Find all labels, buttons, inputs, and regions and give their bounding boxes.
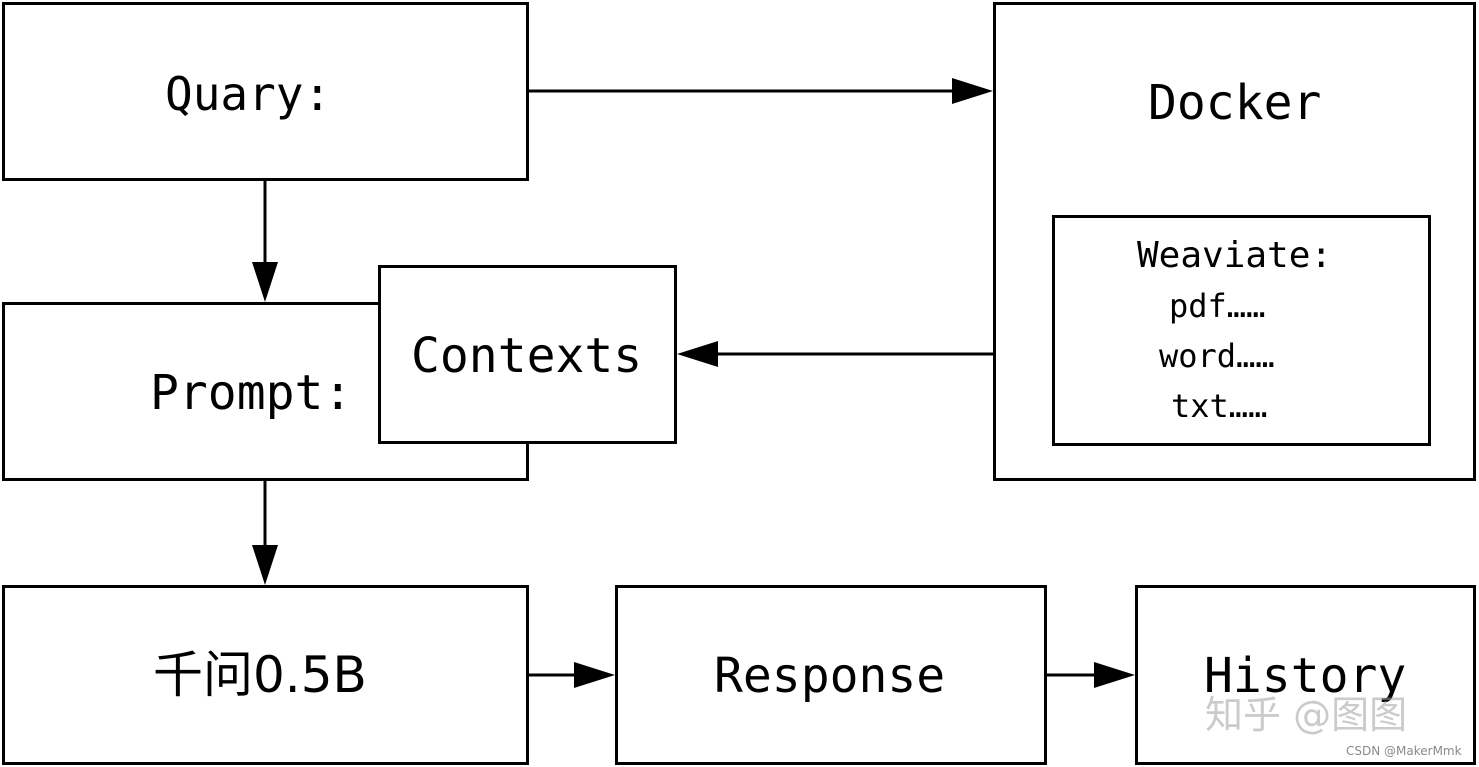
- query-box: Quary:: [2, 2, 529, 181]
- arrow-query-to-docker: [529, 78, 993, 104]
- prompt-label: Prompt:: [150, 365, 353, 421]
- docker-label: Docker: [1148, 75, 1322, 131]
- history-label: History: [1204, 648, 1407, 704]
- arrow-model-to-response: [529, 662, 615, 688]
- response-box: Response: [615, 585, 1047, 765]
- model-label: 千问0.5B: [153, 646, 367, 704]
- arrow-docker-to-contexts: [677, 341, 993, 367]
- csdn-watermark: CSDN @MakerMmk: [1346, 744, 1462, 758]
- arrow-prompt-to-model: [252, 481, 278, 585]
- weaviate-item-pdf: pdf……: [1169, 287, 1266, 325]
- weaviate-box: Weaviate: pdf…… word…… txt……: [1052, 215, 1431, 446]
- contexts-box: Contexts: [378, 265, 677, 444]
- docker-box: Docker Weaviate: pdf…… word…… txt……: [993, 2, 1476, 481]
- weaviate-item-txt: txt……: [1171, 387, 1268, 425]
- weaviate-title: Weaviate:: [1137, 235, 1333, 276]
- arrow-response-to-history: [1047, 662, 1135, 688]
- model-box: 千问0.5B: [2, 585, 529, 765]
- weaviate-item-word: word……: [1159, 337, 1275, 375]
- contexts-label: Contexts: [411, 328, 643, 384]
- response-label: Response: [714, 648, 946, 704]
- query-label: Quary:: [165, 67, 332, 121]
- history-box: History: [1135, 585, 1476, 765]
- arrow-query-to-prompt: [252, 181, 278, 302]
- zhihu-watermark: 知乎 @图图: [1205, 693, 1408, 737]
